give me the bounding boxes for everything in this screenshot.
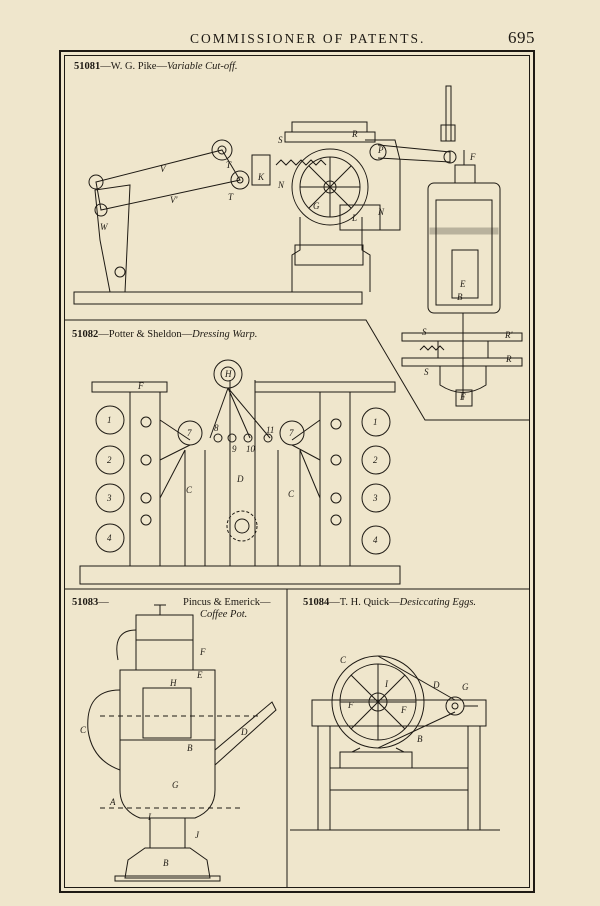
fig2-label: 10 (246, 444, 256, 454)
caption-51083-number: 51083— (72, 597, 109, 608)
fig2-label: H (224, 369, 232, 379)
patent-title: Variable Cut-off. (166, 61, 238, 72)
fig2-label: 4 (373, 535, 378, 545)
fig1-label: G (313, 201, 320, 211)
fig2-label: 8 (214, 423, 219, 433)
plate-inner-border (64, 55, 530, 888)
patent-inventor: Potter & Sheldon (108, 329, 182, 340)
fig4-label: D (432, 680, 440, 690)
fig4-label: G (462, 682, 469, 692)
fig2-label: 11 (266, 425, 274, 435)
fig2-label: C (186, 485, 193, 495)
fig3-label: J (195, 830, 200, 840)
fig1-label: F (469, 152, 476, 162)
patent-inventor: W. G. Pike (110, 61, 157, 72)
fig2-label: F (137, 381, 144, 391)
fig3-label: E (196, 670, 203, 680)
figure-51083 (87, 604, 277, 882)
fig3-label: B (187, 743, 193, 753)
fig3-label: H (169, 678, 177, 688)
fig2-label: 7 (289, 428, 294, 438)
fig1-label: S (422, 327, 427, 337)
fig2-label: 1 (107, 415, 112, 425)
patent-number: 51083 (72, 597, 99, 608)
fig1-label: T (228, 192, 234, 202)
fig2-label: 2 (107, 455, 112, 465)
caption-51082: 51082—Potter & Sheldon—Dressing Warp. (72, 329, 258, 340)
fig1-label: N (277, 180, 285, 190)
fig4-label: C (340, 655, 347, 665)
caption-51084: 51084—T. H. Quick—Desiccating Eggs. (303, 597, 477, 608)
fig3-label: F (199, 647, 206, 657)
caption-51083-title: Coffee Pot. (200, 609, 247, 620)
patent-number: 51081 (74, 61, 101, 72)
fig2-label: D (236, 474, 244, 484)
fig1-label: V' (170, 195, 178, 205)
caption-51081: 51081—W. G. Pike—Variable Cut-off. (74, 61, 238, 72)
figure-51082 (79, 359, 401, 585)
fig1-label: R (351, 129, 358, 139)
fig1-label: F (459, 392, 466, 402)
fig2-label: 4 (107, 533, 112, 543)
fig2-label: C (288, 489, 295, 499)
fig3-label: G (172, 780, 179, 790)
fig1-label: T (226, 160, 232, 170)
figure-51081 (73, 85, 523, 407)
fig3-label: C (80, 725, 87, 735)
fig3-label: D (240, 727, 248, 737)
figure-51084 (290, 655, 500, 831)
patent-title: Desiccating Eggs. (399, 597, 477, 608)
fig2-label: 1 (373, 417, 378, 427)
fig2-label: 2 (373, 455, 378, 465)
fig2-label: 3 (372, 493, 378, 503)
patent-title: Dressing Warp. (192, 329, 258, 340)
fig2-label: 9 (232, 444, 237, 454)
fig2-label: 7 (187, 428, 192, 438)
fig1-label: N (377, 207, 385, 217)
fig3-label: A (109, 797, 116, 807)
fig4-label: F (400, 705, 407, 715)
fig4-label: F (347, 700, 354, 710)
fig1-label: S (424, 367, 429, 377)
fig2-label: 3 (106, 493, 112, 503)
fig1-label: L (351, 213, 357, 223)
caption-51083-inventor: Pincus & Emerick— (183, 597, 271, 608)
fig1-label: R' (504, 330, 513, 340)
fig4-label: I (384, 679, 389, 689)
page-number: 695 (508, 28, 535, 47)
fig1-label: K (257, 172, 265, 182)
fig1-label: R (505, 354, 512, 364)
fig4-label: B (417, 734, 423, 744)
fig3-label: B (163, 858, 169, 868)
divider-fig1 (64, 319, 530, 421)
page-header: COMMISSIONER OF PATENTS. 695 (0, 0, 600, 50)
fig1-label: B (457, 292, 463, 302)
patent-inventor: Pincus & Emerick (183, 597, 260, 608)
patent-number: 51082 (72, 329, 99, 340)
fig3-label: I (147, 812, 152, 822)
patent-number: 51084 (303, 597, 330, 608)
fig1-label: P (377, 145, 384, 155)
plate-outer-border (59, 50, 535, 893)
patent-inventor: T. H. Quick (339, 597, 390, 608)
fig1-label: S (278, 135, 283, 145)
fig1-label: W (100, 222, 109, 232)
fig1-label: V (160, 164, 167, 174)
patent-title: Coffee Pot. (200, 609, 248, 620)
figure-labels: S R P F V T K N G L N V' T W E B S R' R … (80, 129, 513, 868)
running-head: COMMISSIONER OF PATENTS. (190, 31, 426, 46)
fig1-label: E (459, 279, 466, 289)
